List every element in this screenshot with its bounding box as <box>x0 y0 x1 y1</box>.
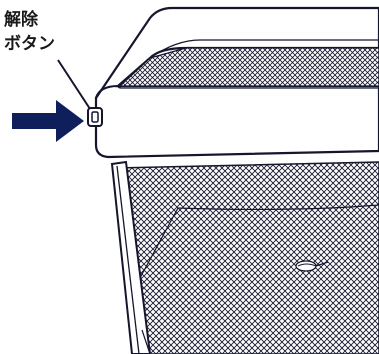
top-rail <box>94 84 379 159</box>
inner-mesh-panel <box>118 47 379 87</box>
pointer-arrow-icon <box>12 100 84 142</box>
rear-rail-inner <box>149 39 379 59</box>
zipper-pull-icon <box>295 260 329 272</box>
side-mesh-panel <box>117 161 379 354</box>
release-button-callout: 解除 ボタン <box>4 8 74 56</box>
callout-leader-line <box>57 59 93 113</box>
release-button-icon[interactable] <box>87 107 103 127</box>
panel-seam <box>177 204 379 211</box>
callout-line-1: 解除 <box>4 10 38 30</box>
corner-cap <box>95 84 121 99</box>
callout-line-2: ボタン <box>4 34 55 54</box>
frame-leg <box>110 160 152 354</box>
